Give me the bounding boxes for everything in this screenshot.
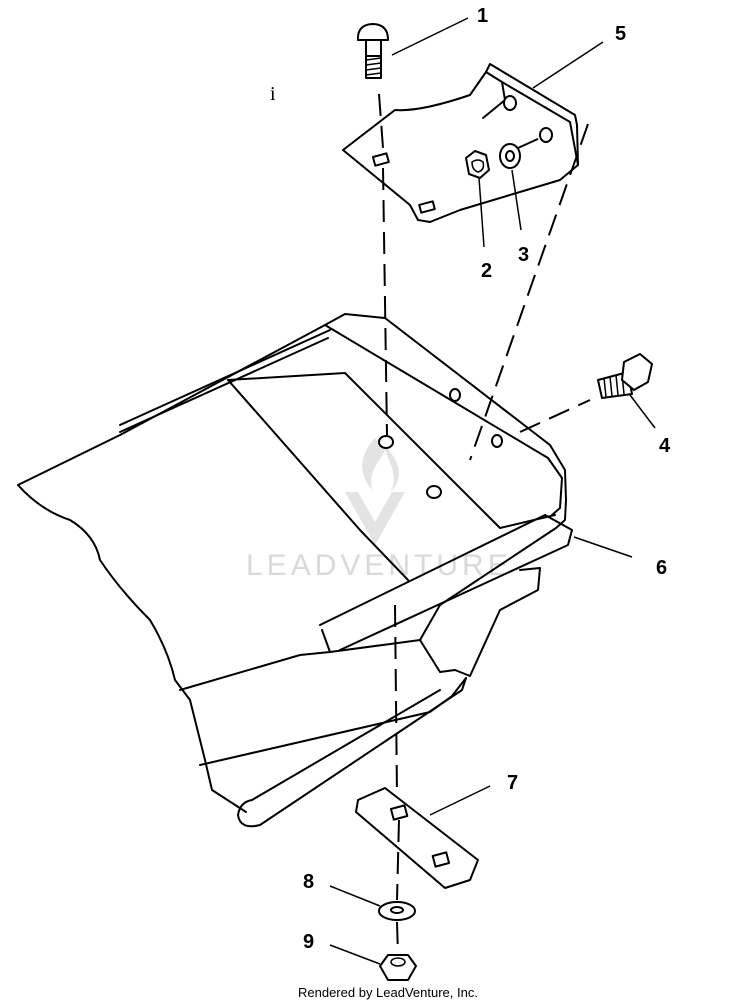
watermark: LEADVENTURE [246, 438, 512, 582]
callout-7: 7 [507, 772, 518, 794]
assembly-lines [378, 93, 591, 956]
callout-8: 8 [303, 871, 314, 893]
deck-chute-part [17, 313, 573, 828]
callout-1: 1 [477, 5, 488, 27]
render-credit: Rendered by LeadVenture, Inc. [298, 985, 478, 1000]
stray-mark: i [270, 83, 276, 105]
callout-2: 2 [481, 260, 492, 282]
callout-labels: 1 2 3 4 5 6 7 8 9 [303, 5, 671, 953]
flame-v-logo-icon [345, 438, 405, 545]
watermark-text: LEADVENTURE [246, 549, 512, 582]
callout-5: 5 [615, 23, 626, 45]
callout-3: 3 [518, 244, 529, 266]
hex-nut-part [465, 150, 490, 179]
carriage-bolt-part [356, 23, 389, 79]
angle-bracket-part [342, 63, 579, 223]
lower-plate-part [355, 787, 479, 889]
callout-9: 9 [303, 931, 314, 953]
callout-4: 4 [659, 435, 671, 457]
lower-washer-part [378, 901, 416, 921]
hex-bolt-part [597, 353, 653, 399]
callout-6: 6 [656, 557, 667, 579]
lock-nut-part [379, 954, 417, 981]
flat-washer-part [499, 143, 521, 169]
callout-leaders [329, 17, 656, 965]
